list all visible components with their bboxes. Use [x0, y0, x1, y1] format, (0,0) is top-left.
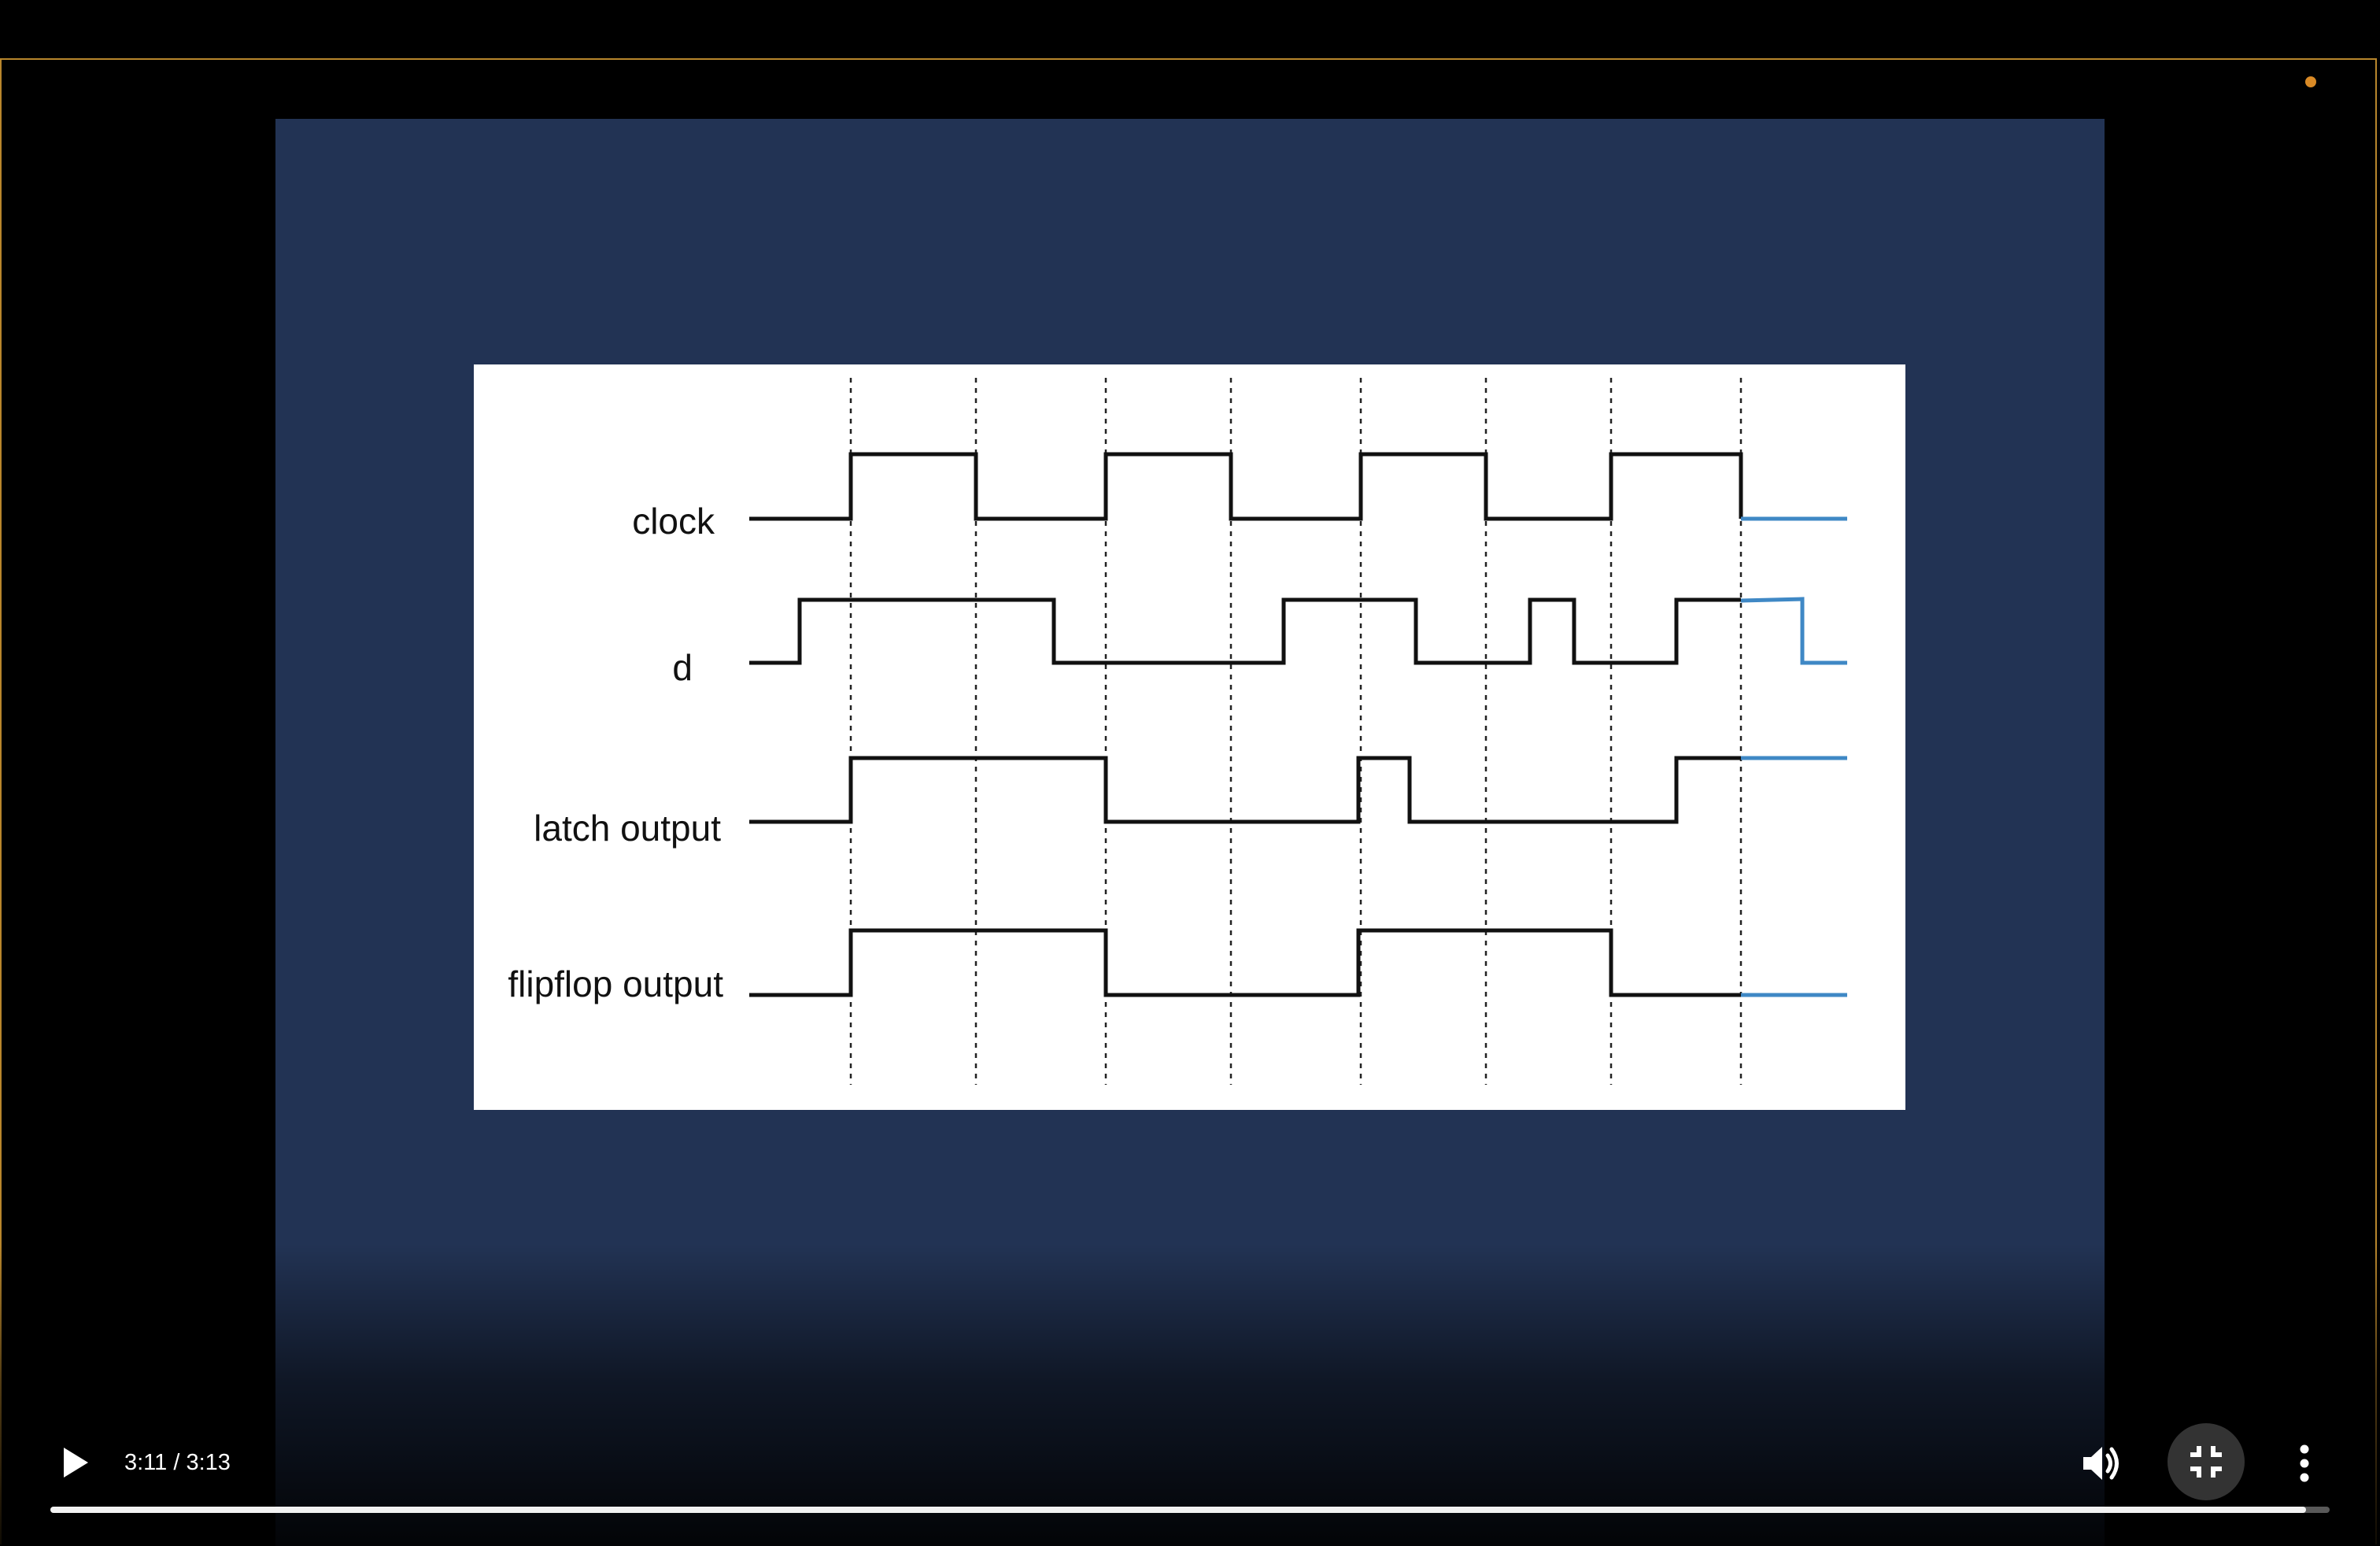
clock-label: clock [632, 501, 715, 542]
volume-icon [2083, 1447, 2119, 1480]
latch-output-label: latch output [534, 808, 721, 849]
more-vertical-icon [2300, 1444, 2309, 1482]
play-icon [64, 1448, 88, 1478]
d-label: d [672, 647, 693, 688]
timing-diagram-panel [474, 364, 1905, 1110]
flipflop-output-label: flipflop output [508, 963, 723, 1004]
progress-bar-fill [50, 1507, 2306, 1513]
play-button[interactable] [50, 1437, 101, 1488]
controls-gradient-overlay [0, 1244, 2380, 1546]
flipflop-output-waveform [749, 928, 1741, 997]
clock-edge-guides [849, 378, 1743, 1085]
status-indicator-dot [2305, 76, 2316, 87]
time-display: 3:11 / 3:13 [124, 1444, 231, 1481]
progress-bar[interactable] [50, 1507, 2330, 1513]
clock-waveform [749, 452, 1743, 521]
more-options-button[interactable] [2281, 1436, 2328, 1491]
time-text: 3:11 / 3:13 [124, 1450, 231, 1475]
d-waveform [749, 597, 1741, 665]
latch-output-waveform [749, 756, 1741, 824]
exit-fullscreen-icon [2190, 1446, 2222, 1478]
d-waveform-future [1740, 597, 1847, 665]
exit-fullscreen-button[interactable] [2168, 1423, 2245, 1500]
volume-button[interactable] [2075, 1436, 2130, 1491]
video-controls-bar: 3:11 / 3:13 [0, 1409, 2380, 1546]
